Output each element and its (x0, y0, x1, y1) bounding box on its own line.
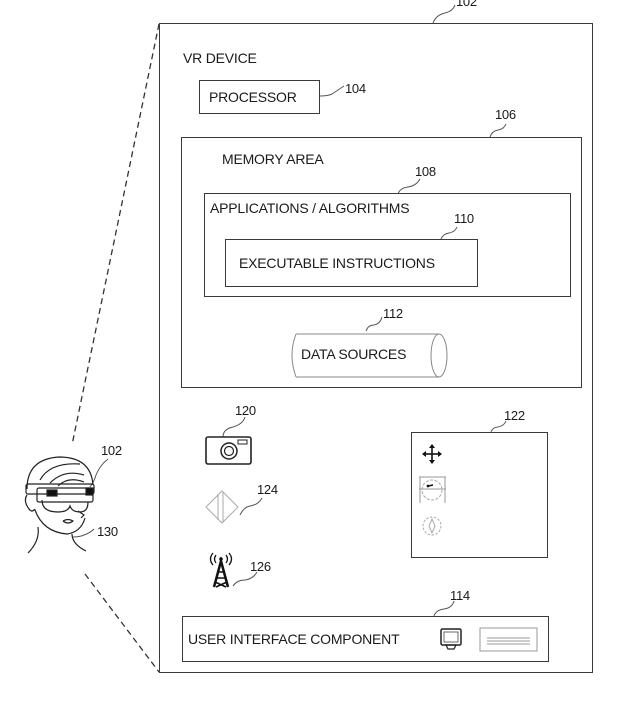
headset-eye-left (46, 489, 58, 497)
user-ref: 130 (97, 524, 118, 539)
user-head-illustration (24, 456, 95, 554)
neck (27, 526, 87, 554)
diamond-sensor-icon (205, 490, 239, 524)
data-sources-label: DATA SOURCES (301, 346, 407, 362)
move-arrows-icon (422, 444, 442, 464)
data-sources-ref: 112 (383, 306, 403, 321)
projection-line-bottom (84, 573, 160, 673)
compass-icon (422, 516, 442, 536)
user-interface-label: USER INTERFACE COMPONENT (188, 631, 400, 647)
depth-sensor-ref: 124 (257, 482, 278, 497)
leader-108 (397, 178, 421, 195)
processor-box (199, 80, 320, 114)
memory-area-ref: 106 (495, 107, 516, 122)
mouth (62, 518, 75, 524)
antenna-tower-icon (209, 552, 233, 588)
vr-device-box (159, 23, 593, 673)
vr-device-ref: 102 (456, 0, 477, 9)
sensor-panel-ref: 122 (504, 408, 525, 423)
executable-instructions-box (225, 239, 478, 287)
hair-lines (39, 463, 85, 487)
monitor-icon (440, 628, 462, 650)
applications-label: APPLICATIONS / ALGORITHMS (210, 200, 410, 216)
gyroscope-icon (419, 476, 446, 503)
headset-band (25, 483, 95, 495)
leader-120 (222, 416, 246, 438)
leader-112 (365, 316, 383, 332)
vr-device-title: VR DEVICE (183, 50, 257, 66)
camera-ref: 120 (235, 403, 256, 418)
data-sources-cylinder (291, 333, 448, 378)
applications-ref: 108 (415, 164, 436, 179)
headset-eye-right (85, 487, 94, 496)
ear (24, 494, 36, 512)
leader-126 (232, 571, 258, 587)
executable-instructions-ref: 110 (454, 211, 474, 226)
leader-106 (489, 123, 507, 138)
leader-130 (71, 528, 95, 538)
leader-122 (490, 420, 507, 433)
memory-area-label: MEMORY AREA (222, 151, 324, 167)
headset-ref: 102 (101, 443, 122, 458)
antenna-ref: 126 (250, 559, 271, 574)
leader-114 (433, 600, 455, 617)
display-panel-icon (479, 627, 538, 652)
applications-box (204, 193, 571, 297)
memory-area-box (181, 137, 582, 388)
face-outline (34, 509, 86, 535)
leader-124 (239, 497, 263, 516)
sensor-panel-box (411, 432, 548, 558)
headset-visor (36, 487, 94, 503)
camera-icon (205, 436, 252, 465)
user-interface-box (182, 616, 549, 662)
user-interface-ref: 114 (450, 588, 470, 603)
leader-104 (319, 85, 345, 97)
head-outline (26, 456, 94, 490)
leader-110 (440, 226, 458, 240)
glasses (41, 499, 89, 513)
processor-label: PROCESSOR (209, 89, 297, 105)
leader-102 (432, 4, 456, 24)
executable-instructions-label: EXECUTABLE INSTRUCTIONS (239, 255, 435, 271)
projection-line-top (71, 23, 160, 446)
processor-ref: 104 (345, 81, 366, 96)
